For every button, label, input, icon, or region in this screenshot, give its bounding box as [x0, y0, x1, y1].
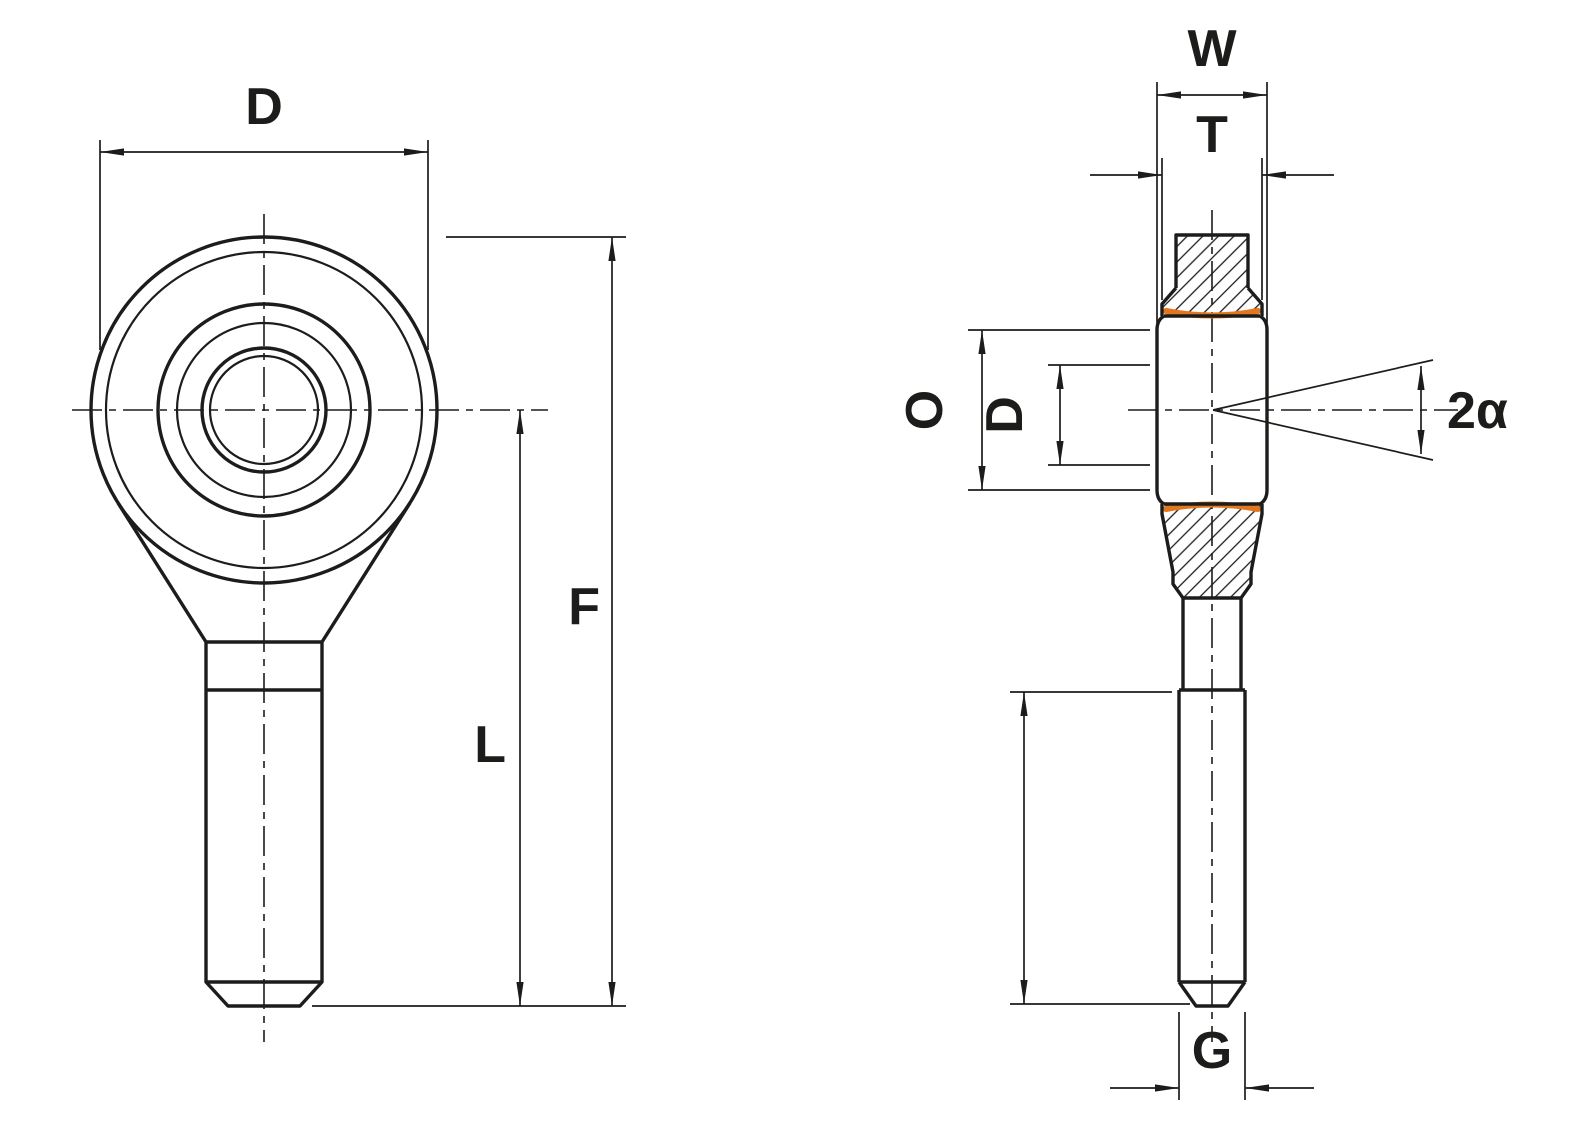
- cone-line-upper: [1212, 359, 1434, 411]
- side-view-centerlines: [1128, 210, 1458, 1042]
- dimension-misalignment-angle: 2α: [1212, 359, 1508, 461]
- shank-side-outline: [1177, 598, 1247, 1008]
- label-head-diameter: D: [245, 78, 283, 136]
- shank-profile: [116, 502, 412, 1008]
- ball-right-face: [1259, 314, 1269, 506]
- head-chamfer-circle: [104, 250, 424, 570]
- housing-section-bottom-hatch: [1162, 504, 1262, 598]
- head-front-outline: [89, 235, 439, 585]
- label-overall-length: F: [568, 578, 600, 636]
- dimension-head-width: T: [1090, 106, 1334, 300]
- dimension-ball-width: W: [1156, 20, 1268, 330]
- shank-front-outline: [116, 502, 412, 1008]
- label-misalignment-angle: 2α: [1447, 382, 1508, 440]
- label-head-width: T: [1196, 106, 1228, 164]
- dimension-race-diameter: O: [896, 329, 1150, 491]
- housing-section-top-hatch: [1162, 235, 1262, 316]
- side-view: W T O D 2α: [896, 20, 1508, 1100]
- front-view-centerlines: [72, 214, 548, 1042]
- label-thread-size: G: [1192, 1022, 1232, 1080]
- front-view: D F L: [72, 78, 626, 1042]
- dimension-thread-length: [1010, 691, 1190, 1005]
- head-flare-left: [1160, 286, 1178, 316]
- dimension-thread-size: G: [1110, 1012, 1314, 1100]
- dimension-center-length: L: [474, 410, 524, 1006]
- race-edge-circle: [175, 321, 353, 499]
- ball-outer-circle: [156, 302, 372, 518]
- head-flare-right: [1246, 286, 1264, 316]
- ball-side-outline: [1155, 314, 1269, 506]
- housing-side-outline: [1160, 233, 1264, 600]
- ball-left-face: [1155, 314, 1165, 506]
- head-bottom-left: [1160, 504, 1185, 599]
- cone-line-lower: [1212, 409, 1434, 461]
- bore-chamfer-circle: [208, 354, 320, 466]
- dimension-overall-length: F: [312, 236, 626, 1007]
- head-outer-circle: [89, 235, 439, 585]
- label-ball-width: W: [1187, 20, 1237, 78]
- dimension-bore-diameter: D: [976, 364, 1150, 466]
- bore-circle: [200, 346, 328, 474]
- dimension-head-diameter: D: [99, 78, 429, 350]
- label-center-length: L: [474, 716, 506, 774]
- label-bore-diameter: D: [976, 396, 1034, 434]
- shank-end: [1177, 981, 1247, 1008]
- label-race-diameter: O: [896, 390, 954, 430]
- head-bottom-right: [1239, 504, 1264, 599]
- head-top-band: [1174, 233, 1250, 288]
